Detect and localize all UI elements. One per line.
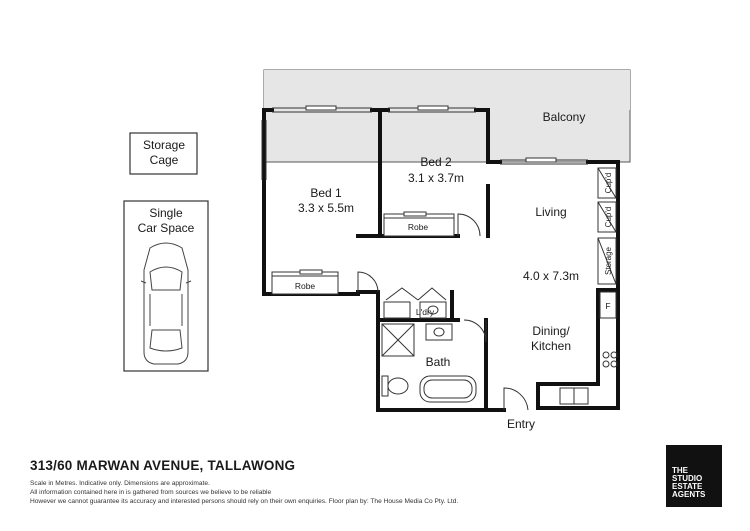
walls xyxy=(262,108,620,412)
entry-label: Entry xyxy=(507,417,535,431)
robe1-label: Robe xyxy=(295,281,316,291)
living-size: 4.0 x 7.3m xyxy=(523,269,579,283)
cupd2-label: Cup'd xyxy=(604,207,613,228)
laundry-label: L'dry xyxy=(416,307,435,317)
dining-label-1: Dining/ xyxy=(532,324,570,338)
disclaimer-line-1: Scale in Metres. Indicative only. Dimens… xyxy=(30,480,210,487)
robe2-label: Robe xyxy=(408,222,429,232)
living-label: Living xyxy=(535,205,566,219)
storage-cage-label-1: Storage xyxy=(143,138,185,152)
storage-cage-label-2: Cage xyxy=(150,153,179,167)
balcony-label: Balcony xyxy=(543,110,586,124)
car-icon xyxy=(140,242,192,365)
car-space-label-2: Car Space xyxy=(138,221,195,235)
dining-label-2: Kitchen xyxy=(531,339,571,353)
car-space-label-1: Single xyxy=(149,206,183,220)
bed2-size: 3.1 x 3.7m xyxy=(408,171,464,185)
floor-plan: Storage Cage Single Car Space xyxy=(123,69,631,431)
bed2-label: Bed 2 xyxy=(420,155,452,169)
logo-line-1: THE xyxy=(672,466,688,475)
logo-line-3: ESTATE xyxy=(672,482,703,491)
property-address: 313/60 MARWAN AVENUE, TALLAWONG xyxy=(30,458,296,473)
fridge-label: F xyxy=(605,301,610,311)
bed1-label: Bed 1 xyxy=(310,186,342,200)
disclaimer-line-3: However we cannot guarantee its accuracy… xyxy=(30,498,459,505)
logo-line-4: AGENTS xyxy=(672,490,706,499)
storage-label: Storage xyxy=(604,246,613,275)
bath-label: Bath xyxy=(426,355,451,369)
storage-cage xyxy=(129,132,198,175)
bed1-size: 3.3 x 5.5m xyxy=(298,201,354,215)
logo-line-2: STUDIO xyxy=(672,474,703,483)
cupd1-label: Cup'd xyxy=(604,173,613,194)
agency-logo: THE STUDIO ESTATE AGENTS xyxy=(666,445,722,507)
disclaimer-line-2: All information contained here in is gat… xyxy=(30,489,272,496)
